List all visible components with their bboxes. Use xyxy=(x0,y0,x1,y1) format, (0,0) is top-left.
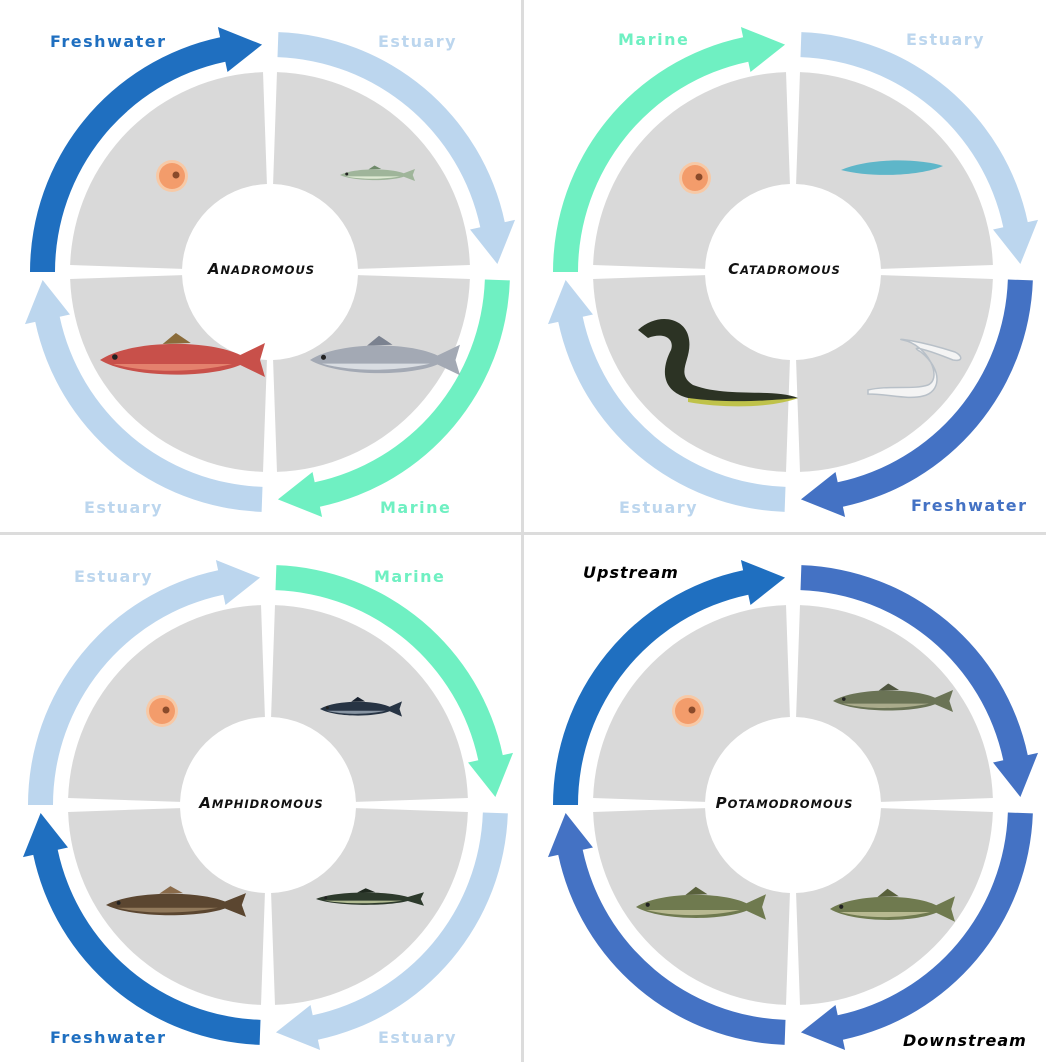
catadromous-panel: Marine Estuary Freshwater Estuary CATADR… xyxy=(523,0,1046,531)
title-initial: A xyxy=(208,260,221,278)
arrow-label-bottom-right: Downstream xyxy=(903,1033,1027,1049)
egg-icon xyxy=(672,695,704,727)
catadromous-title: CATADROMOUS xyxy=(523,262,1046,277)
anadromous-title: ANADROMOUS xyxy=(0,262,523,277)
title-rest: ATADROMOUS xyxy=(740,263,841,277)
arrow-label-top-right: Estuary xyxy=(906,32,985,48)
arrow-label-bottom-left: Estuary xyxy=(619,500,698,516)
arrow-label-top-left: Marine xyxy=(618,32,689,48)
arrow-label-bottom-right: Marine xyxy=(380,500,451,516)
title-initial: C xyxy=(728,260,740,278)
stage-panel xyxy=(796,275,993,472)
title-rest: NADROMOUS xyxy=(221,263,316,277)
arrow-label-bottom-right: Estuary xyxy=(378,1030,457,1046)
title-initial: P xyxy=(716,794,728,812)
stage-panel xyxy=(593,275,790,472)
egg-icon xyxy=(146,695,178,727)
arrow-label-top-left: Freshwater xyxy=(50,34,167,50)
arrow-label-bottom-right: Freshwater xyxy=(911,498,1028,514)
arrow-label-bottom-left: Freshwater xyxy=(50,1030,167,1046)
arrow-label-top-right: Estuary xyxy=(378,34,457,50)
title-initial: A xyxy=(199,794,212,812)
potamodromous-title: POTAMODROMOUS xyxy=(523,796,1046,811)
arrow-label-bottom-left: Estuary xyxy=(84,500,163,516)
title-rest: OTAMODROMOUS xyxy=(728,797,854,811)
stage-panel xyxy=(273,275,470,472)
egg-icon xyxy=(679,162,711,194)
title-rest: MPHIDROMOUS xyxy=(212,797,324,811)
arrow-label-top-left: Estuary xyxy=(74,569,153,585)
amphidromous-title: AMPHIDROMOUS xyxy=(0,796,523,811)
potamodromous-panel: Upstream Downstream POTAMODROMOUS xyxy=(523,531,1046,1062)
stage-panel xyxy=(271,808,468,1005)
arrow-label-top-left: Upstream xyxy=(583,565,679,581)
arrow-label-top-right: Marine xyxy=(374,569,445,585)
anadromous-panel: Freshwater Estuary Marine Estuary ANADRO… xyxy=(0,0,523,531)
egg-icon xyxy=(156,160,188,192)
amphidromous-panel: Estuary Marine Estuary Freshwater AMPHID… xyxy=(0,531,523,1062)
